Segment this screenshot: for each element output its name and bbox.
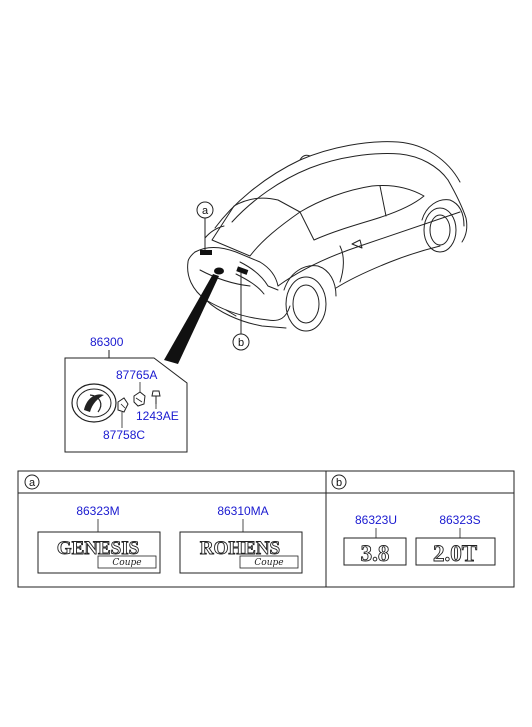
rohens-badge-text: ROHENS <box>200 538 280 559</box>
car-rear-illustration <box>187 141 468 332</box>
part-number-1243AE: 1243AE <box>136 409 179 423</box>
callout-a: a <box>196 201 214 219</box>
part-number-86310MA: 86310MA <box>217 504 268 518</box>
leader-arrow <box>164 274 219 364</box>
exploded-view-box <box>64 357 188 453</box>
badge-spot-a <box>200 250 212 255</box>
engine-badge-20t-text: 2.0T <box>433 541 477 566</box>
rohens-badge <box>179 531 303 574</box>
emblem-spot <box>214 267 224 275</box>
svg-text:b: b <box>238 337 244 349</box>
callout-b: b <box>232 333 250 351</box>
part-number-86300: 86300 <box>90 335 124 349</box>
panel-b-tag: b <box>331 474 347 490</box>
badge-table <box>17 470 515 588</box>
svg-text:a: a <box>202 205 209 217</box>
part-number-87758C: 87758C <box>103 428 145 442</box>
badge-spot-b <box>236 266 249 275</box>
clip-top-icon <box>133 391 146 407</box>
part-number-86323M: 86323M <box>76 504 119 518</box>
genesis-badge-text: GENESIS <box>57 538 139 559</box>
genesis-coupe-script: Coupe <box>112 558 141 568</box>
screw-icon <box>151 390 161 404</box>
engine-badge-20t <box>415 537 496 566</box>
svg-text:b: b <box>336 477 342 489</box>
part-number-87765A: 87765A <box>116 368 157 382</box>
rohens-coupe-script: Coupe <box>254 558 283 568</box>
engine-badge-38-text: 3.8 <box>361 541 390 566</box>
svg-text:a: a <box>29 477 36 489</box>
genesis-badge <box>37 531 161 574</box>
emblem-icon <box>71 383 117 423</box>
panel-a-tag: a <box>24 474 40 490</box>
clip-icon <box>117 397 129 413</box>
engine-badge-38 <box>343 537 407 566</box>
part-number-86323U: 86323U <box>355 513 397 527</box>
part-number-86323S: 86323S <box>439 513 480 527</box>
